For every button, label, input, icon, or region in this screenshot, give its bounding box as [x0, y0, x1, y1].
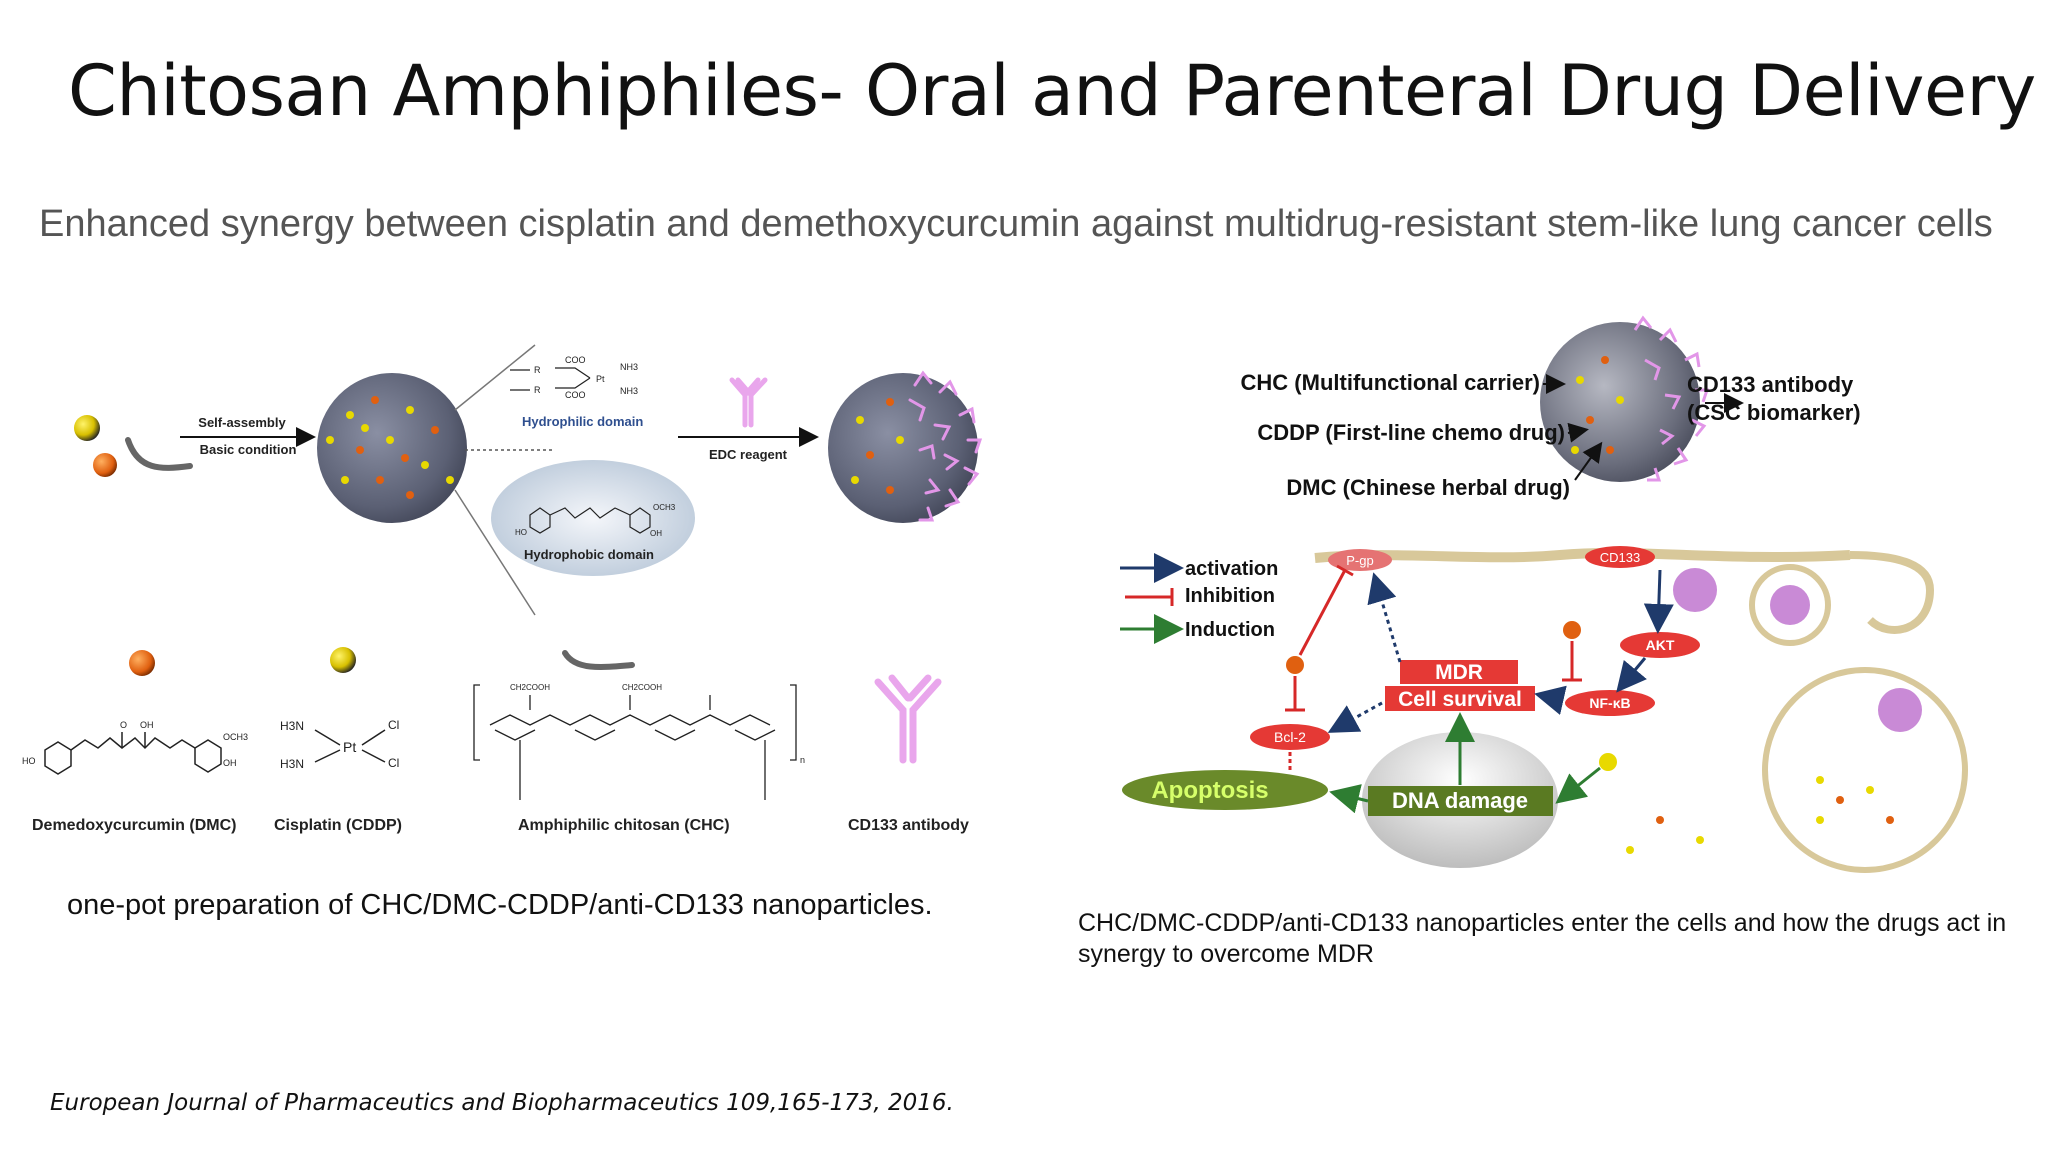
svg-text:OH: OH: [140, 720, 154, 730]
bcl2-node: [1250, 724, 1330, 750]
svg-text:NH3: NH3: [620, 362, 638, 372]
svg-text:MDR: MDR: [1435, 661, 1483, 684]
svg-text:Inhibition: Inhibition: [1185, 585, 1275, 607]
svg-text:OH: OH: [650, 529, 662, 538]
nanoparticle-core: [317, 373, 467, 523]
dna-damage-node: [1368, 786, 1553, 816]
svg-text:Bcl-2: Bcl-2: [1274, 729, 1306, 745]
svg-text:H3N: H3N: [280, 757, 304, 771]
cddp-desc: CDDP (First-line chemo drug): [1257, 420, 1565, 445]
left-figure-caption: one-pot preparation of CHC/DMC-CDDP/anti…: [67, 889, 933, 921]
nanoparticle-preparation-figure: Self-assembly Basic condition R R COO CO…: [22, 344, 983, 834]
svg-text:Cell survival: Cell survival: [1398, 688, 1522, 711]
loaded-drug-dots: [326, 396, 454, 499]
dmc-icon: [129, 650, 155, 676]
apoptosis-node: [1122, 770, 1328, 810]
svg-text:P-gp: P-gp: [1346, 553, 1373, 568]
slide-subtitle: Enhanced synergy between cisplatin and d…: [39, 203, 1993, 245]
dmc-drug-dot-right: [1563, 621, 1581, 639]
cell-membrane: [1314, 547, 1851, 563]
svg-text:R: R: [534, 365, 541, 375]
svg-text:CD133: CD133: [1600, 550, 1640, 565]
svg-text:Cl: Cl: [388, 756, 399, 770]
step1-top-label: Self-assembly: [198, 415, 286, 430]
svg-text:OCH3: OCH3: [223, 732, 248, 742]
np-antibodies: [1633, 315, 1710, 482]
svg-text:COO: COO: [565, 355, 586, 365]
cd133-desc-line2: (CSC biomarker): [1687, 400, 1861, 425]
slide-title: Chitosan Amphiphiles- Oral and Parentera…: [68, 50, 2036, 132]
antibody-icon-small: [729, 377, 768, 428]
antibody-icon-large: [874, 674, 942, 764]
chitosan-structure: [473, 684, 797, 800]
legend: activation Inhibition Induction: [1120, 553, 1278, 644]
svg-text:HO: HO: [515, 528, 527, 537]
pgp-node: [1328, 549, 1392, 571]
step1-bottom-label: Basic condition: [200, 442, 297, 457]
mdr-node: [1400, 660, 1518, 684]
cddp-particle-icon: [74, 415, 100, 441]
dmc-particle-icon: [93, 453, 117, 477]
akt-node: [1620, 632, 1700, 658]
dmc-drug-dot-left: [1286, 656, 1304, 674]
svg-text:H3N: H3N: [280, 719, 304, 733]
hydrophobic-domain-blob: [491, 460, 695, 576]
hydrophilic-domain-label: Hydrophilic domain: [522, 414, 643, 429]
svg-text:NF-κB: NF-κB: [1589, 695, 1630, 711]
mechanism-figure: CHC (Multifunctional carrier) CDDP (Firs…: [1120, 315, 1968, 873]
hydrophobic-structure: [529, 507, 651, 534]
dmc-desc: DMC (Chinese herbal drug): [1286, 475, 1570, 500]
svg-text:CH2COOH: CH2COOH: [622, 683, 662, 692]
final-nanoparticle-core: [828, 373, 978, 523]
svg-text:activation: activation: [1185, 558, 1278, 580]
endosome-large: [1762, 667, 1968, 873]
svg-text:Induction: Induction: [1185, 619, 1275, 641]
svg-text:AKT: AKT: [1646, 637, 1675, 653]
chc-desc: CHC (Multifunctional carrier): [1241, 370, 1540, 395]
svg-text:Cl: Cl: [388, 718, 399, 732]
cisplatin-structure: [314, 729, 386, 763]
final-drug-dots: [851, 398, 904, 494]
cddp-label: Cisplatin (CDDP): [274, 817, 402, 834]
svg-text:DNA damage: DNA damage: [1392, 788, 1528, 813]
antibody-label: CD133 antibody: [848, 817, 969, 834]
svg-text:COO: COO: [565, 390, 586, 400]
cddp-drug-dot: [1599, 753, 1617, 771]
zoom-line-bottom: [454, 489, 536, 616]
cd133-desc-line1: CD133 antibody: [1687, 372, 1854, 397]
hydrophobic-domain-label: Hydrophobic domain: [524, 547, 654, 562]
np-dots: [1571, 356, 1624, 454]
chitosan-chain-icon: [125, 437, 193, 471]
cell-survival-node: [1385, 686, 1535, 711]
cddp-icon: [330, 647, 356, 673]
endosome: [1749, 564, 1831, 646]
hydrophilic-structure: R R COO COO Pt NH3 NH3: [510, 355, 638, 400]
svg-text:HO: HO: [22, 756, 36, 766]
zoom-line-top: [454, 344, 536, 411]
svg-text:Pt: Pt: [596, 374, 605, 384]
edc-reagent-label: EDC reagent: [709, 447, 788, 462]
svg-text:R: R: [534, 385, 541, 395]
chc-chain-icon: [562, 650, 635, 670]
internalized-np-1: [1673, 568, 1717, 612]
released-drug-dots: [1626, 776, 1894, 854]
nfkb-node: [1565, 690, 1655, 716]
cd133-node: [1585, 546, 1655, 568]
dmc-label: Demedoxycurcumin (DMC): [32, 817, 236, 834]
dmc-structure: [44, 732, 222, 775]
svg-text:n: n: [800, 755, 805, 765]
svg-text:O: O: [120, 720, 127, 730]
chc-label: Amphiphilic chitosan (CHC): [518, 817, 730, 834]
right-figure-caption: CHC/DMC-CDDP/anti-CD133 nanoparticles en…: [1078, 909, 2007, 968]
citation: European Journal of Pharmaceutics and Bi…: [50, 1090, 954, 1116]
svg-text:Pt: Pt: [343, 739, 356, 755]
svg-text:NH3: NH3: [620, 386, 638, 396]
svg-text:CH2COOH: CH2COOH: [510, 683, 550, 692]
svg-text:Apoptosis: Apoptosis: [1151, 777, 1268, 804]
antibody-corona: [908, 370, 983, 522]
svg-text:OH: OH: [223, 758, 237, 768]
svg-text:OCH3: OCH3: [653, 503, 676, 512]
